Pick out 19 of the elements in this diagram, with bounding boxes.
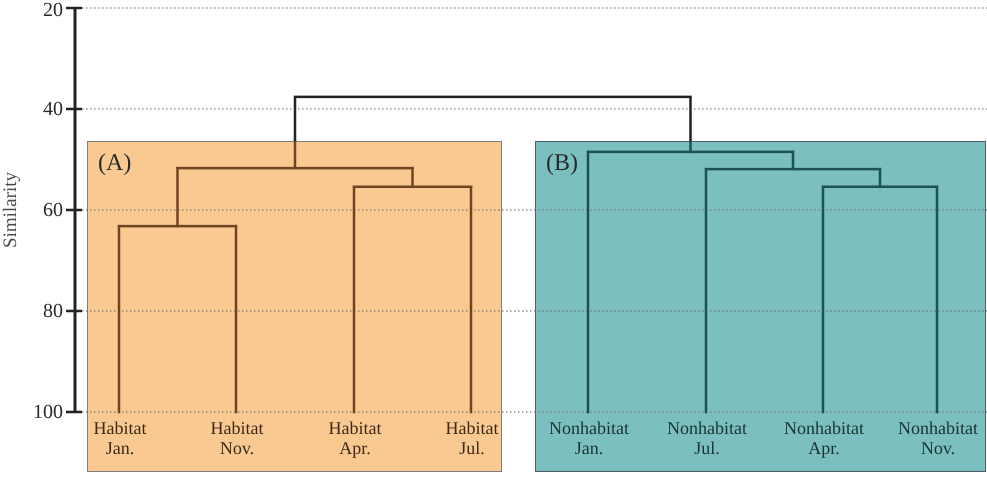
sample-label: Habitat Apr. xyxy=(328,418,382,458)
sample-label: Habitat Jan. xyxy=(94,418,146,458)
tick-label: 100 xyxy=(33,402,63,422)
tick-label: 80 xyxy=(43,301,63,321)
tick-label: 60 xyxy=(43,200,63,220)
connector-line xyxy=(294,96,692,141)
cluster-panel xyxy=(535,141,986,472)
panel-label: (A) xyxy=(98,150,132,176)
sample-label: Nonhabitat Jul. xyxy=(667,418,747,458)
panel-label: (B) xyxy=(546,150,578,176)
sample-label: Nonhabitat Apr. xyxy=(784,418,864,458)
sample-label: Nonhabitat Jan. xyxy=(549,418,629,458)
axis-title: Similarity xyxy=(1,172,21,248)
sample-label: Habitat Jul. xyxy=(446,418,498,458)
sample-label: Nonhabitat Nov. xyxy=(898,418,978,458)
cluster-panel xyxy=(87,141,502,472)
tick-label: 20 xyxy=(43,0,63,20)
tick-label: 40 xyxy=(43,99,63,119)
sample-label: Habitat Nov. xyxy=(210,418,264,458)
